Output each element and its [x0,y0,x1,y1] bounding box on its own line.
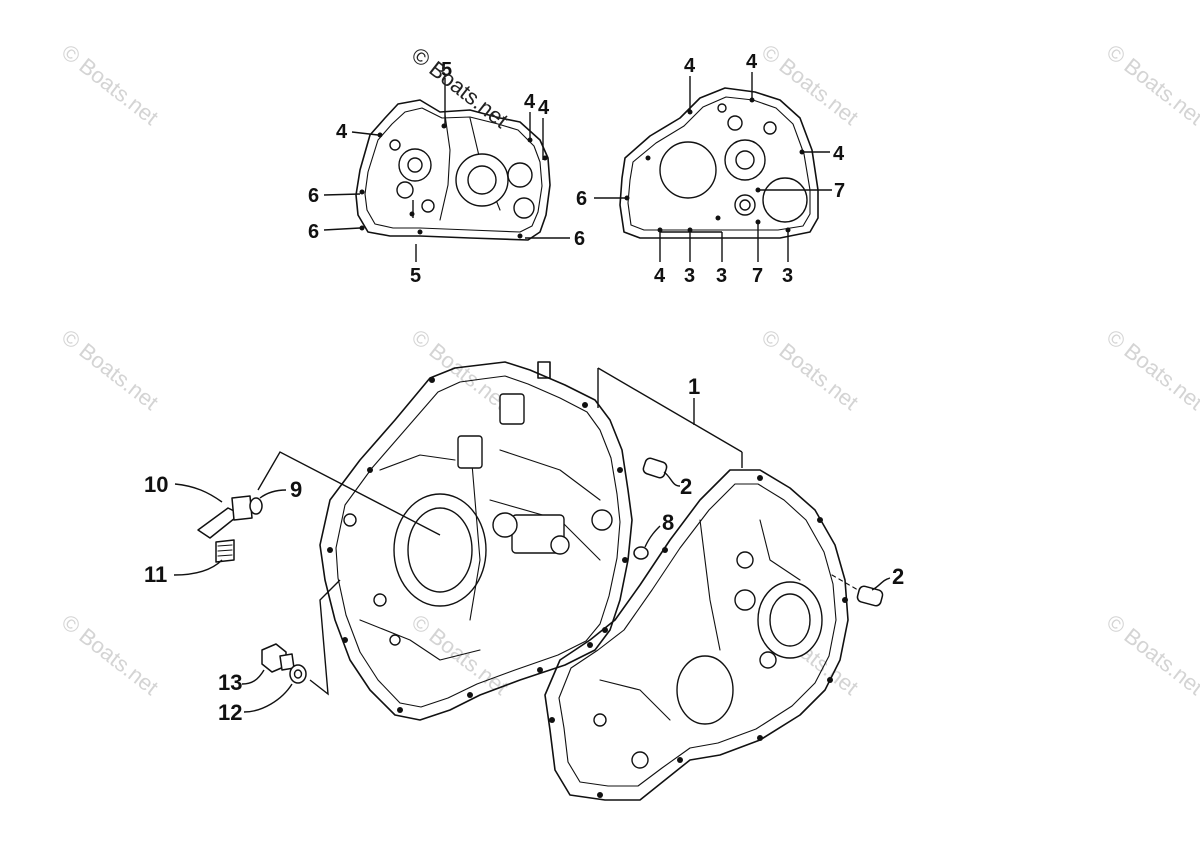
callout-4: 4 [524,91,536,113]
callout-6: 6 [308,185,319,207]
upper-right-case-face [619,87,819,239]
callout-5: 5 [441,59,452,81]
callout-3: 3 [684,265,695,287]
callout-9: 9 [290,477,302,502]
watermark-text: © Boats.net [57,324,163,415]
callout-13: 13 [218,670,242,695]
dowel-pin-upper [642,457,681,487]
dowel-pin-right [831,574,891,607]
callout-12: 12 [218,700,242,725]
watermark-text: © Boats.net [407,324,513,415]
upper-right-callouts: 4 4 4 6 7 4 3 3 7 3 [576,51,845,287]
main-callouts: 1 2 2 8 9 10 11 12 13 [144,374,904,725]
crankcase-left-half [319,361,633,721]
assembly-bracket [597,367,743,468]
watermark-text: © Boats.net [57,609,163,700]
callout-2: 2 [680,474,692,499]
callout-6: 6 [576,188,587,210]
watermark-text: © Boats.net [1102,39,1200,130]
upper-left-leaders [323,78,570,262]
callout-1: 1 [688,374,700,399]
watermark-text: © Boats.net [757,39,863,130]
callout-4: 4 [746,51,758,73]
crankcase-right-half [544,469,849,801]
o-ring-part [633,525,661,560]
watermark-text-featured: © Boats.net [407,42,513,133]
watermark-text: © Boats.net [57,39,163,130]
callout-7: 7 [834,180,845,202]
watermark-text: © Boats.net [757,324,863,415]
drain-plug-part [241,579,341,713]
callout-6: 6 [308,221,319,243]
callout-7: 7 [752,265,763,287]
callout-3: 3 [716,265,727,287]
upper-left-case-face [355,99,551,241]
callout-4: 4 [538,97,550,119]
callout-10: 10 [144,472,168,497]
callout-6: 6 [574,228,585,250]
callout-5: 5 [410,265,421,287]
callout-2: 2 [892,564,904,589]
callout-4: 4 [833,143,845,165]
watermark-text: © Boats.net [1102,324,1200,415]
callout-4: 4 [654,265,666,287]
breather-fitting-part [173,451,441,576]
upper-right-leaders [594,72,832,262]
callout-3: 3 [782,265,793,287]
callout-4: 4 [684,55,696,77]
upper-left-callouts: 5 4 4 4 6 6 6 5 [308,59,585,287]
watermark-text: © Boats.net [1102,609,1200,700]
callout-8: 8 [662,510,674,535]
callout-11: 11 [144,562,167,587]
callout-4: 4 [336,121,348,143]
